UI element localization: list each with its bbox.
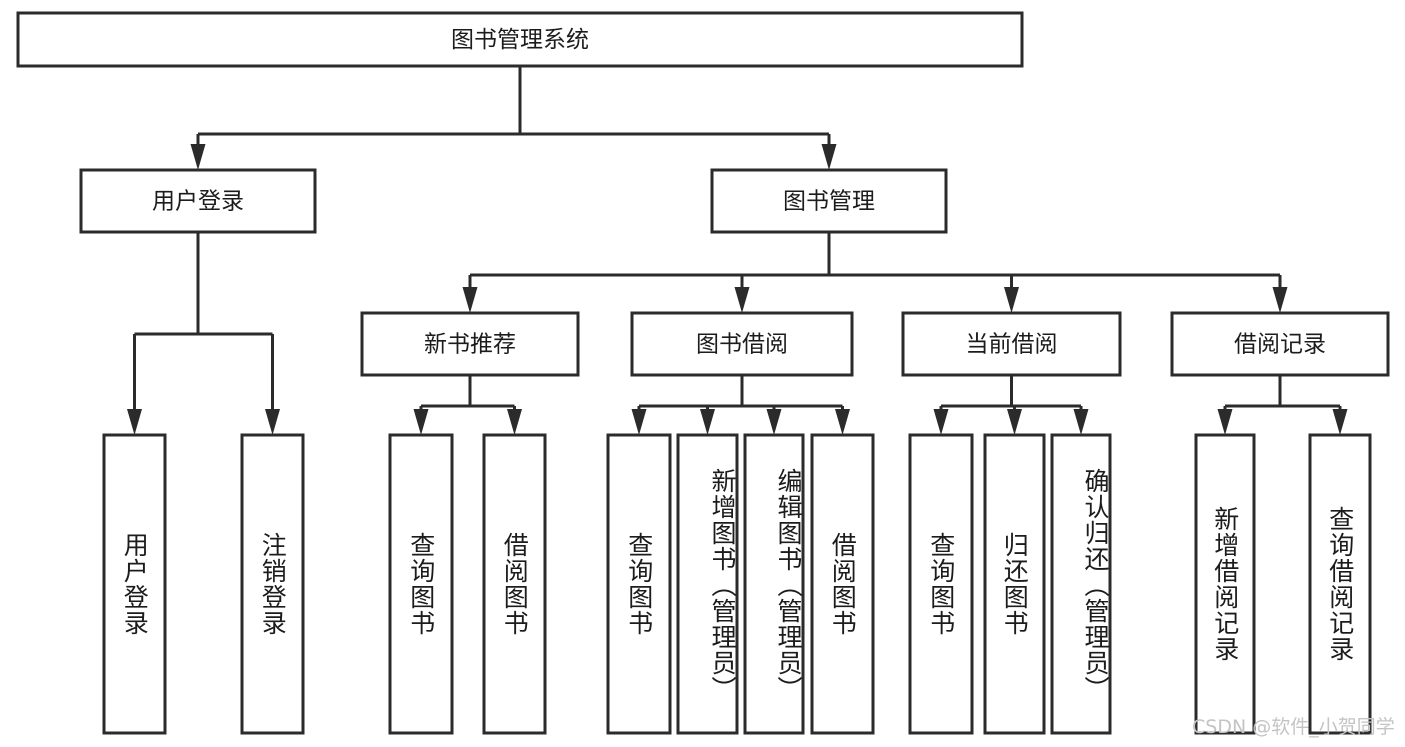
node-label-user-login: 用户登录 (152, 189, 244, 215)
node-box-leaf-edit-book (743, 433, 805, 735)
node-box-leaf-query-record (1308, 433, 1372, 735)
node-box-leaf-query-book-2 (606, 433, 672, 735)
node-box-leaf-confirm-return (1050, 433, 1112, 735)
node-boxes (16, 11, 1390, 735)
node-box-user-login (79, 168, 317, 234)
node-box-root (16, 11, 1024, 68)
node-box-current-borrow (901, 311, 1122, 377)
node-box-leaf-logout (240, 433, 305, 735)
node-box-leaf-query-book-3 (908, 433, 974, 735)
node-box-leaf-borrow-book-2 (810, 433, 875, 735)
node-box-book-manage (710, 168, 948, 234)
node-box-borrow-record (1170, 311, 1390, 377)
node-box-new-book-rec (360, 311, 580, 377)
node-box-leaf-add-record (1194, 433, 1256, 735)
node-box-leaf-query-book-1 (388, 433, 454, 735)
node-box-leaf-borrow-book-1 (482, 433, 547, 735)
node-label-book-manage: 图书管理 (783, 189, 875, 215)
node-label-book-borrow: 图书借阅 (696, 332, 788, 358)
node-label-new-book-rec: 新书推荐 (424, 332, 516, 358)
connector-lines (127, 66, 1348, 435)
node-box-leaf-user-login (102, 433, 167, 735)
watermark-text: CSDN @软件_小贺同学 (1192, 716, 1395, 738)
node-label-current-borrow: 当前借阅 (966, 332, 1058, 358)
node-box-leaf-return-book (983, 433, 1046, 735)
node-box-leaf-add-book (676, 433, 739, 735)
node-label-borrow-record: 借阅记录 (1234, 332, 1326, 358)
node-box-book-borrow (630, 311, 854, 377)
node-label-root: 图书管理系统 (451, 27, 589, 53)
